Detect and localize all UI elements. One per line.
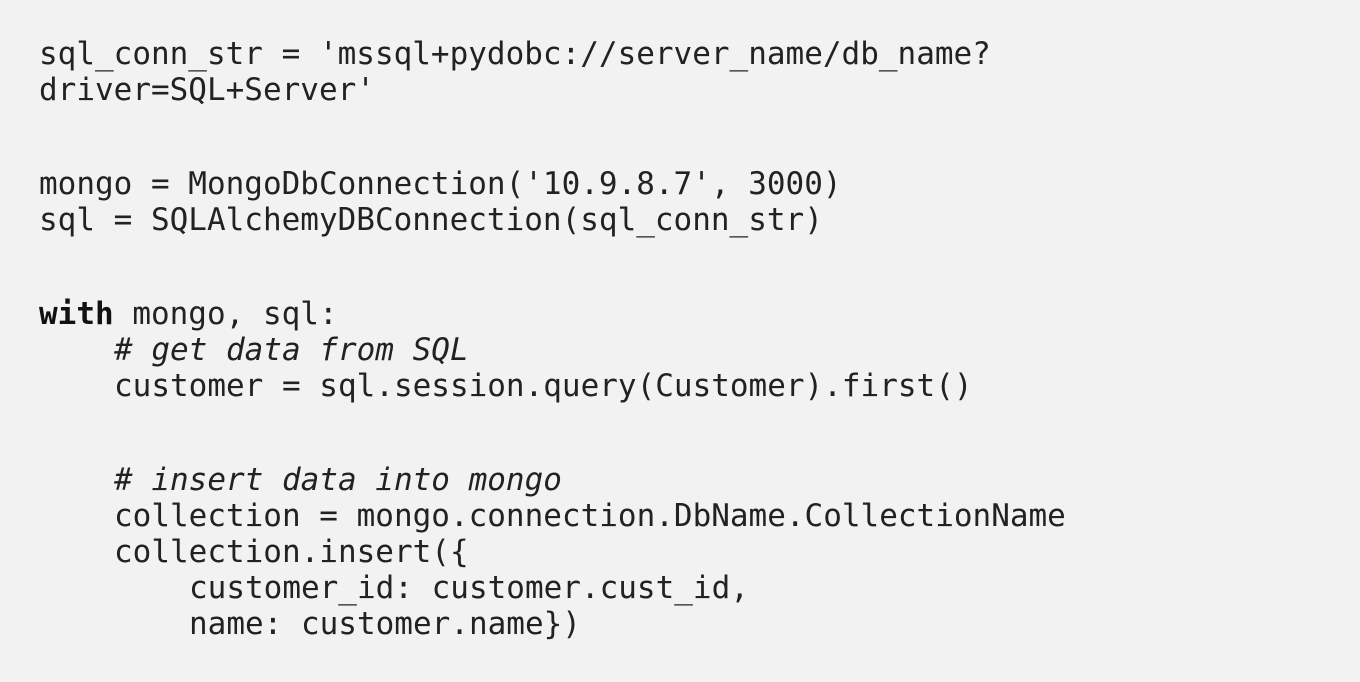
code-line-driver: driver=SQL+Server' bbox=[39, 72, 375, 108]
code-line-insert-call: collection.insert({ bbox=[114, 534, 469, 570]
code-line-conn-str: sql_conn_str = 'mssql+pydobc://server_na… bbox=[39, 36, 991, 72]
code-comment-insert-data: # insert data into mongo bbox=[114, 462, 562, 498]
code-comment-get-data: # get data from SQL bbox=[114, 332, 469, 368]
code-line-customer-query: customer = sql.session.query(Customer).f… bbox=[114, 368, 973, 404]
code-line-with: with mongo, sql: bbox=[39, 296, 1360, 332]
blank-line bbox=[39, 108, 1360, 166]
with-targets: mongo, sql: bbox=[113, 296, 338, 332]
blank-line bbox=[39, 238, 1360, 296]
code-line-mongo: mongo = MongoDbConnection('10.9.8.7', 30… bbox=[39, 166, 842, 202]
code-line-sql: sql = SQLAlchemyDBConnection(sql_conn_st… bbox=[39, 202, 823, 238]
code-line-collection: collection = mongo.connection.DbName.Col… bbox=[114, 498, 1066, 534]
code-line-name: name: customer.name}) bbox=[189, 606, 581, 642]
keyword-with: with bbox=[39, 296, 114, 332]
blank-line bbox=[39, 404, 1360, 462]
code-line-customer-id: customer_id: customer.cust_id, bbox=[189, 570, 749, 606]
